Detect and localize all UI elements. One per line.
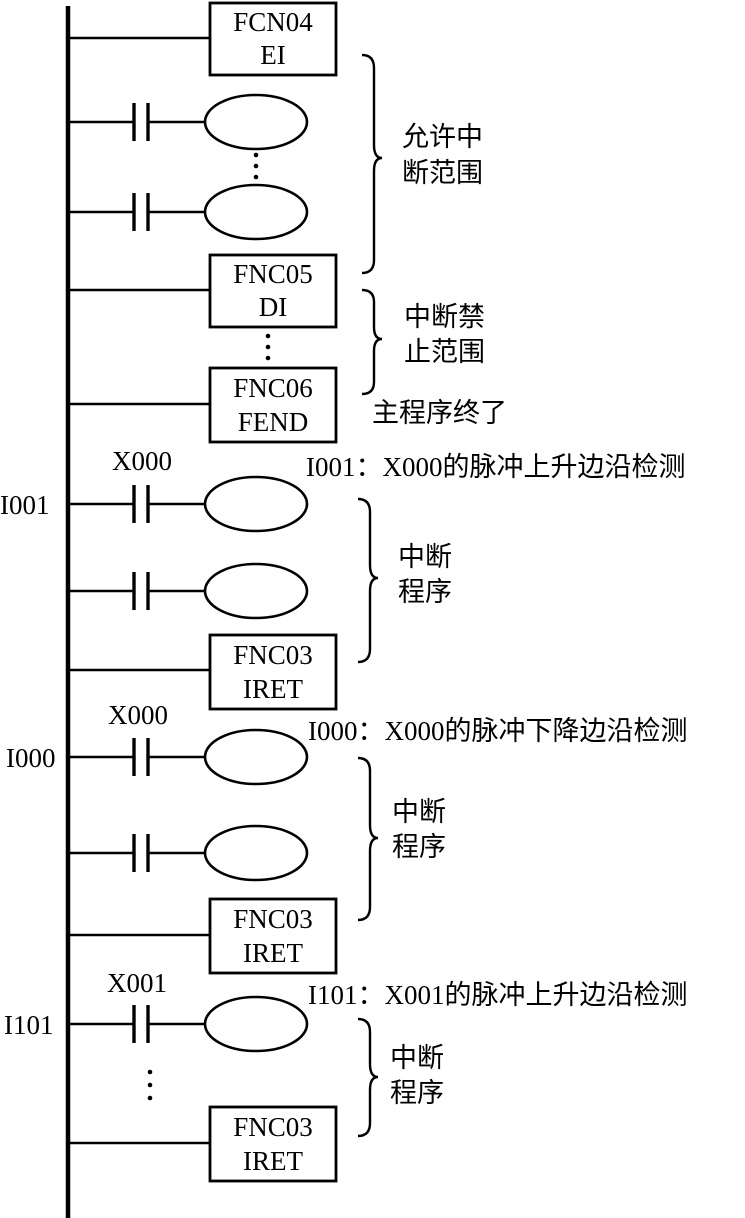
isr1-label-line1: 中断 [398, 542, 452, 573]
rung-i001-1 [68, 475, 309, 533]
normally-open-contact-icon [132, 738, 150, 776]
i101-description: I101：X001的脉冲上升边沿检测 [308, 980, 688, 1011]
rung-enable-1 [68, 93, 309, 151]
brace-isr-2-icon [357, 756, 379, 922]
coil-icon [203, 93, 309, 151]
coil-icon [203, 728, 309, 786]
pointer-label-i000: I000 [6, 743, 56, 773]
normally-open-contact-icon [132, 193, 150, 231]
fend-block-code: FNC06 [233, 373, 313, 403]
normally-open-contact-icon [132, 834, 150, 872]
rung-i000-1 [68, 728, 309, 786]
di-block-code: FNC05 [233, 259, 313, 289]
di-instruction-block: FNC05 DI [208, 253, 338, 329]
normally-open-contact-icon [132, 103, 150, 141]
ellipsis-dots-icon [265, 333, 271, 361]
coil-icon [203, 562, 309, 620]
rung-i101-1 [68, 995, 309, 1053]
normally-open-contact-icon [132, 572, 150, 610]
brace-disable-range-icon [361, 288, 383, 396]
coil-icon [203, 183, 309, 241]
isr1-label-line2: 程序 [398, 577, 452, 608]
iret2-block-code: FNC03 [233, 904, 313, 934]
i001-description: I001：X000的脉冲上升边沿检测 [306, 452, 686, 483]
ei-block-mnemonic: EI [260, 40, 285, 70]
ellipsis-dots-icon [147, 1069, 153, 1101]
brace-isr-3-icon [357, 1017, 379, 1138]
ei-block-code: FCN04 [233, 7, 313, 37]
contact-label-x000-2: X000 [108, 700, 168, 730]
iret3-block-mnemonic: IRET [243, 1146, 303, 1176]
contact-label-x001: X001 [107, 968, 167, 998]
coil-icon [203, 824, 309, 882]
iret-instruction-block-1: FNC03 IRET [208, 633, 338, 711]
rung-i000-2 [68, 824, 309, 882]
enable-range-label-line1: 允许中 [402, 122, 483, 153]
iret3-block-code: FNC03 [233, 1112, 313, 1142]
normally-open-contact-icon [132, 485, 150, 523]
normally-open-contact-icon [132, 1005, 150, 1043]
brace-isr-1-icon [357, 497, 379, 664]
brace-enable-range-icon [361, 53, 383, 275]
isr2-label-line2: 程序 [392, 832, 446, 863]
rung-enable-2 [68, 183, 309, 241]
disable-range-label-line2: 止范围 [404, 337, 485, 368]
coil-icon [203, 995, 309, 1053]
isr3-label-line1: 中断 [390, 1043, 444, 1074]
pointer-label-i001: I001 [0, 490, 50, 520]
contact-label-x000-1: X000 [112, 446, 172, 476]
fend-block-mnemonic: FEND [238, 407, 309, 437]
di-block-mnemonic: DI [259, 292, 288, 322]
iret-instruction-block-2: FNC03 IRET [208, 897, 338, 975]
pointer-label-i101: I101 [4, 1010, 54, 1040]
coil-icon [203, 475, 309, 533]
iret1-block-code: FNC03 [233, 640, 313, 670]
iret2-block-mnemonic: IRET [243, 938, 303, 968]
isr3-label-line2: 程序 [390, 1078, 444, 1109]
main-program-end-label: 主程序终了 [372, 398, 507, 429]
iret1-block-mnemonic: IRET [243, 674, 303, 704]
ellipsis-dots-icon [253, 152, 259, 180]
disable-range-label-line1: 中断禁 [404, 302, 485, 333]
fend-instruction-block: FNC06 FEND [208, 366, 338, 444]
ei-instruction-block: FCN04 EI [208, 1, 338, 77]
rung-i001-2 [68, 562, 309, 620]
iret-instruction-block-3: FNC03 IRET [208, 1105, 338, 1183]
isr2-label-line1: 中断 [392, 797, 446, 828]
enable-range-label-line2: 断范围 [402, 158, 483, 189]
i000-description: I000：X000的脉冲下降边沿检测 [308, 716, 688, 747]
